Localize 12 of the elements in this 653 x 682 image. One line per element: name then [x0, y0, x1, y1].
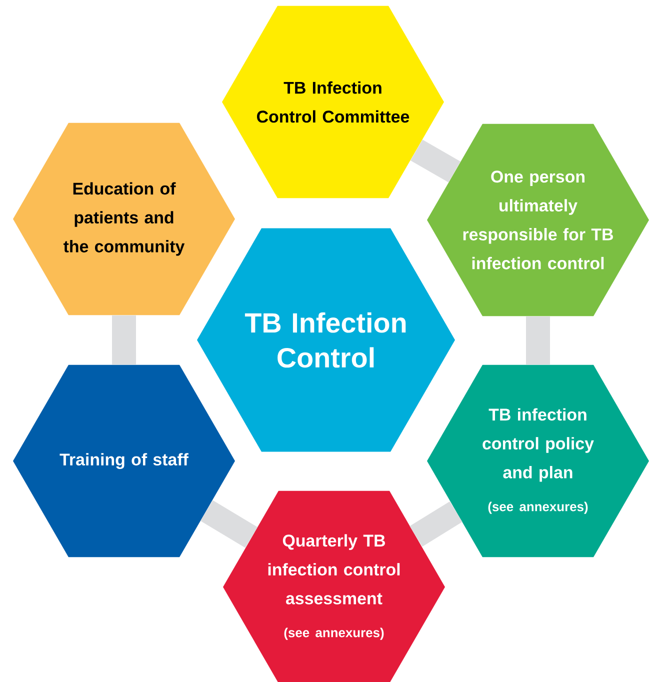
hexagon: TB Infection Control: [197, 228, 455, 452]
hexagon: Training of staff: [13, 364, 235, 558]
hexagon: Education of patients and the community: [13, 122, 235, 316]
hexagon: Quarterly TB infection control assessment (see annexures): [223, 490, 445, 682]
connector-band: [112, 315, 136, 365]
connector-band: [200, 500, 258, 548]
connector-band: [526, 316, 550, 365]
connector-band: [410, 140, 460, 182]
hexagon: TB infection control policy and plan (see annexures): [427, 364, 649, 558]
hexagon: TB Infection Control Committee: [222, 6, 444, 198]
hexagon: One person ultimately responsible for TB infection control: [427, 124, 649, 316]
connector-band: [410, 501, 462, 547]
